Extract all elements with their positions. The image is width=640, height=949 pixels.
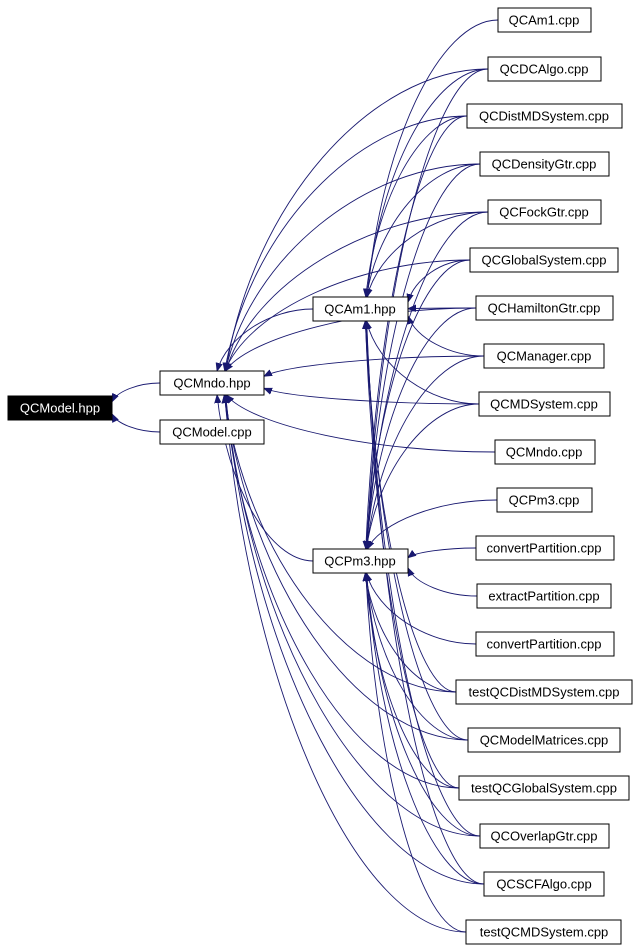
node-layer: QCModel.hpp QCMndo.hpp QCModel.cpp QCAm1… (7, 7, 633, 945)
edge-qcdistmdsystem-cpp-to-qcpm3-hpp (366, 115, 468, 549)
edge-qcam1-cpp-to-qcam1-hpp (367, 19, 499, 297)
node-label: QCDCAlgo.cpp (500, 62, 589, 77)
edge-convertpartition-cpp-2-to-qcpm3-hpp (366, 573, 477, 645)
node-label: testQCGlobalSystem.cpp (471, 781, 617, 796)
node-qcam1-cpp[interactable]: QCAm1.cpp (497, 7, 592, 33)
edge-qcglobalsystem-cpp-to-qcmndo-hpp (224, 259, 471, 371)
node-convertpartition-cpp-2[interactable]: convertPartition.cpp (475, 631, 615, 657)
edge-qcmodel-cpp-to-qcmodel-hpp (112, 414, 161, 433)
node-label: testQCMDSystem.cpp (480, 925, 609, 940)
edge-qcfockgtr-cpp-to-qcam1-hpp (367, 211, 489, 297)
edge-qchamiltongtr-cpp-to-qcpm3-hpp (366, 307, 477, 549)
node-qcoverlapgtr-cpp[interactable]: QCOverlapGtr.cpp (479, 823, 610, 849)
node-label: QCAm1.cpp (509, 13, 580, 28)
edge-qcmdsystem-cpp-to-qcam1-hpp (366, 321, 480, 405)
node-label: QCPm3.hpp (324, 554, 396, 569)
edge-qcmanager-cpp-to-qcam1-hpp (408, 316, 485, 357)
node-label: QCOverlapGtr.cpp (491, 829, 598, 844)
node-label: testQCDistMDSystem.cpp (469, 685, 620, 700)
edge-qcam1-hpp-to-qcmndo-hpp (217, 308, 314, 371)
node-qcpm3-cpp[interactable]: QCPm3.cpp (496, 487, 593, 513)
edge-qcglobalsystem-cpp-to-qcpm3-hpp (366, 259, 471, 549)
edge-qcmanager-cpp-to-qcmndo-hpp (264, 355, 485, 376)
edge-qcpm3-cpp-to-qcpm3-hpp (367, 499, 498, 549)
edge-qcmndo-hpp-to-qcmodel-hpp (112, 382, 161, 402)
node-label: QCModelMatrices.cpp (480, 733, 609, 748)
node-qchamiltongtr-cpp[interactable]: QCHamiltonGtr.cpp (475, 295, 614, 321)
node-label: QCGlobalSystem.cpp (482, 253, 607, 268)
edge-qcfockgtr-cpp-to-qcpm3-hpp (367, 211, 489, 549)
node-label: QCModel.cpp (172, 425, 251, 440)
edge-qcoverlapgtr-cpp-to-qcmndo-hpp (225, 395, 481, 837)
node-qcmodel-cpp[interactable]: QCModel.cpp (159, 419, 265, 445)
node-qcscfalgo-cpp[interactable]: QCSCFAlgo.cpp (483, 871, 605, 897)
edge-qchamiltongtr-cpp-to-qcam1-hpp (408, 308, 477, 309)
node-label: QCFockGtr.cpp (499, 205, 589, 220)
node-extractpartition-cpp[interactable]: extractPartition.cpp (476, 583, 612, 609)
node-qcfockgtr-cpp[interactable]: QCFockGtr.cpp (487, 199, 602, 225)
node-label: QCMndo.cpp (506, 445, 583, 460)
node-qcam1-hpp[interactable]: QCAm1.hpp (312, 296, 409, 322)
edge-qcdcalgo-cpp-to-qcmndo-hpp (226, 68, 489, 371)
node-label: QCDistMDSystem.cpp (479, 109, 609, 124)
edge-extractpartition-cpp-to-qcpm3-hpp (408, 568, 478, 597)
node-label: convertPartition.cpp (487, 637, 602, 652)
node-qcmndo-cpp[interactable]: QCMndo.cpp (494, 439, 596, 465)
edge-qcglobalsystem-cpp-to-qcam1-hpp (408, 259, 471, 302)
node-label: QCManager.cpp (497, 349, 592, 364)
edge-qcmanager-cpp-to-qcpm3-hpp (367, 355, 485, 549)
node-qcdensitygtr-cpp[interactable]: QCDensityGtr.cpp (479, 151, 610, 177)
node-convertpartition-cpp-1[interactable]: convertPartition.cpp (475, 535, 615, 561)
edge-qcscfalgo-cpp-to-qcpm3-hpp (367, 573, 485, 885)
node-testqcdistmdsystem-cpp[interactable]: testQCDistMDSystem.cpp (455, 679, 633, 705)
node-qcmndo-hpp[interactable]: QCMndo.hpp (159, 370, 265, 396)
node-qcpm3-hpp[interactable]: QCPm3.hpp (312, 548, 409, 574)
edge-qcscfalgo-cpp-to-qcmndo-hpp (226, 395, 485, 885)
node-qcmodel-hpp[interactable]: QCModel.hpp (7, 395, 113, 421)
edge-qcmdsystem-cpp-to-qcpm3-hpp (366, 403, 480, 549)
node-label: QCDensityGtr.cpp (492, 157, 597, 172)
node-label: QCMDSystem.cpp (490, 397, 598, 412)
node-qcmdsystem-cpp[interactable]: QCMDSystem.cpp (478, 391, 611, 417)
edge-convertpartition-cpp-1-to-qcpm3-hpp (408, 547, 477, 558)
edge-testqcmdsystem-cpp-to-qcmndo-hpp (225, 395, 467, 933)
edge-qcoverlapgtr-cpp-to-qcpm3-hpp (366, 573, 481, 837)
edge-testqcdistmdsystem-cpp-to-qcmndo-hpp (224, 395, 457, 693)
edge-qcmodelmatrices-cpp-to-qcpm3-hpp (366, 573, 469, 741)
node-qcmanager-cpp[interactable]: QCManager.cpp (483, 343, 605, 369)
node-label: QCAm1.hpp (324, 302, 396, 317)
node-testqcmdsystem-cpp[interactable]: testQCMDSystem.cpp (465, 919, 622, 945)
edge-qcmodelmatrices-cpp-to-qcmndo-hpp (225, 395, 469, 741)
node-label: QCMndo.hpp (173, 376, 250, 391)
edge-qcdistmdsystem-cpp-to-qcmndo-hpp (225, 115, 468, 371)
edge-qcdistmdsystem-cpp-to-qcam1-hpp (366, 115, 468, 297)
node-qcglobalsystem-cpp[interactable]: QCGlobalSystem.cpp (469, 247, 619, 273)
node-qcmodelmatrices-cpp[interactable]: QCModelMatrices.cpp (467, 727, 621, 753)
edge-testqcglobalsystem-cpp-to-qcam1-hpp (365, 321, 460, 789)
edge-testqcdistmdsystem-cpp-to-qcpm3-hpp (365, 573, 457, 693)
node-label: QCPm3.cpp (509, 493, 580, 508)
node-qcdistmdsystem-cpp[interactable]: QCDistMDSystem.cpp (466, 103, 623, 129)
node-label: QCSCFAlgo.cpp (496, 877, 591, 892)
node-testqcglobalsystem-cpp[interactable]: testQCGlobalSystem.cpp (458, 775, 630, 801)
node-label: convertPartition.cpp (487, 541, 602, 556)
edge-testqcglobalsystem-cpp-to-qcmndo-hpp (224, 395, 460, 789)
edge-qcfockgtr-cpp-to-qcmndo-hpp (226, 211, 489, 371)
edge-qcdensitygtr-cpp-to-qcmndo-hpp (225, 163, 481, 371)
edge-qcdensitygtr-cpp-to-qcam1-hpp (366, 163, 481, 297)
edge-qcdensitygtr-cpp-to-qcpm3-hpp (366, 163, 481, 549)
edge-qchamiltongtr-cpp-to-qcmndo-hpp (225, 307, 477, 371)
edge-testqcmdsystem-cpp-to-qcpm3-hpp (366, 573, 467, 933)
node-label: QCModel.hpp (20, 401, 100, 416)
edge-qcmdsystem-cpp-to-qcmndo-hpp (264, 387, 480, 405)
node-label: QCHamiltonGtr.cpp (488, 301, 601, 316)
edge-qcmndo-cpp-to-qcmndo-hpp (226, 395, 496, 453)
node-qcdcalgo-cpp[interactable]: QCDCAlgo.cpp (487, 56, 602, 82)
edge-layer (112, 19, 499, 933)
node-label: extractPartition.cpp (488, 589, 599, 604)
